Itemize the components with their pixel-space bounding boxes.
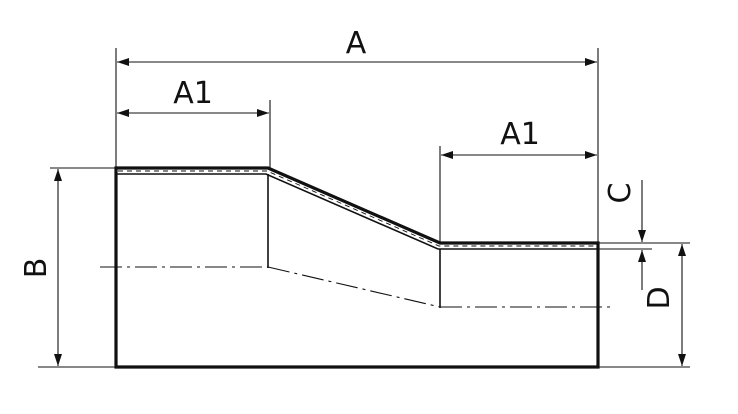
centerline-transition — [267, 266, 441, 308]
wall-hatching — [118, 170, 596, 247]
label-a1-left: A1 — [173, 76, 213, 111]
reducer-body — [100, 166, 615, 369]
inner-wall-line — [116, 173, 598, 250]
dimension-labels: A A1 A1 B C D — [19, 26, 677, 310]
label-c: C — [603, 183, 638, 204]
extension-lines — [38, 48, 690, 368]
label-a1-right: A1 — [500, 117, 540, 152]
dimension-lines — [54, 58, 686, 366]
label-d: D — [642, 286, 677, 309]
label-a: A — [346, 26, 367, 61]
label-b: B — [19, 258, 54, 279]
